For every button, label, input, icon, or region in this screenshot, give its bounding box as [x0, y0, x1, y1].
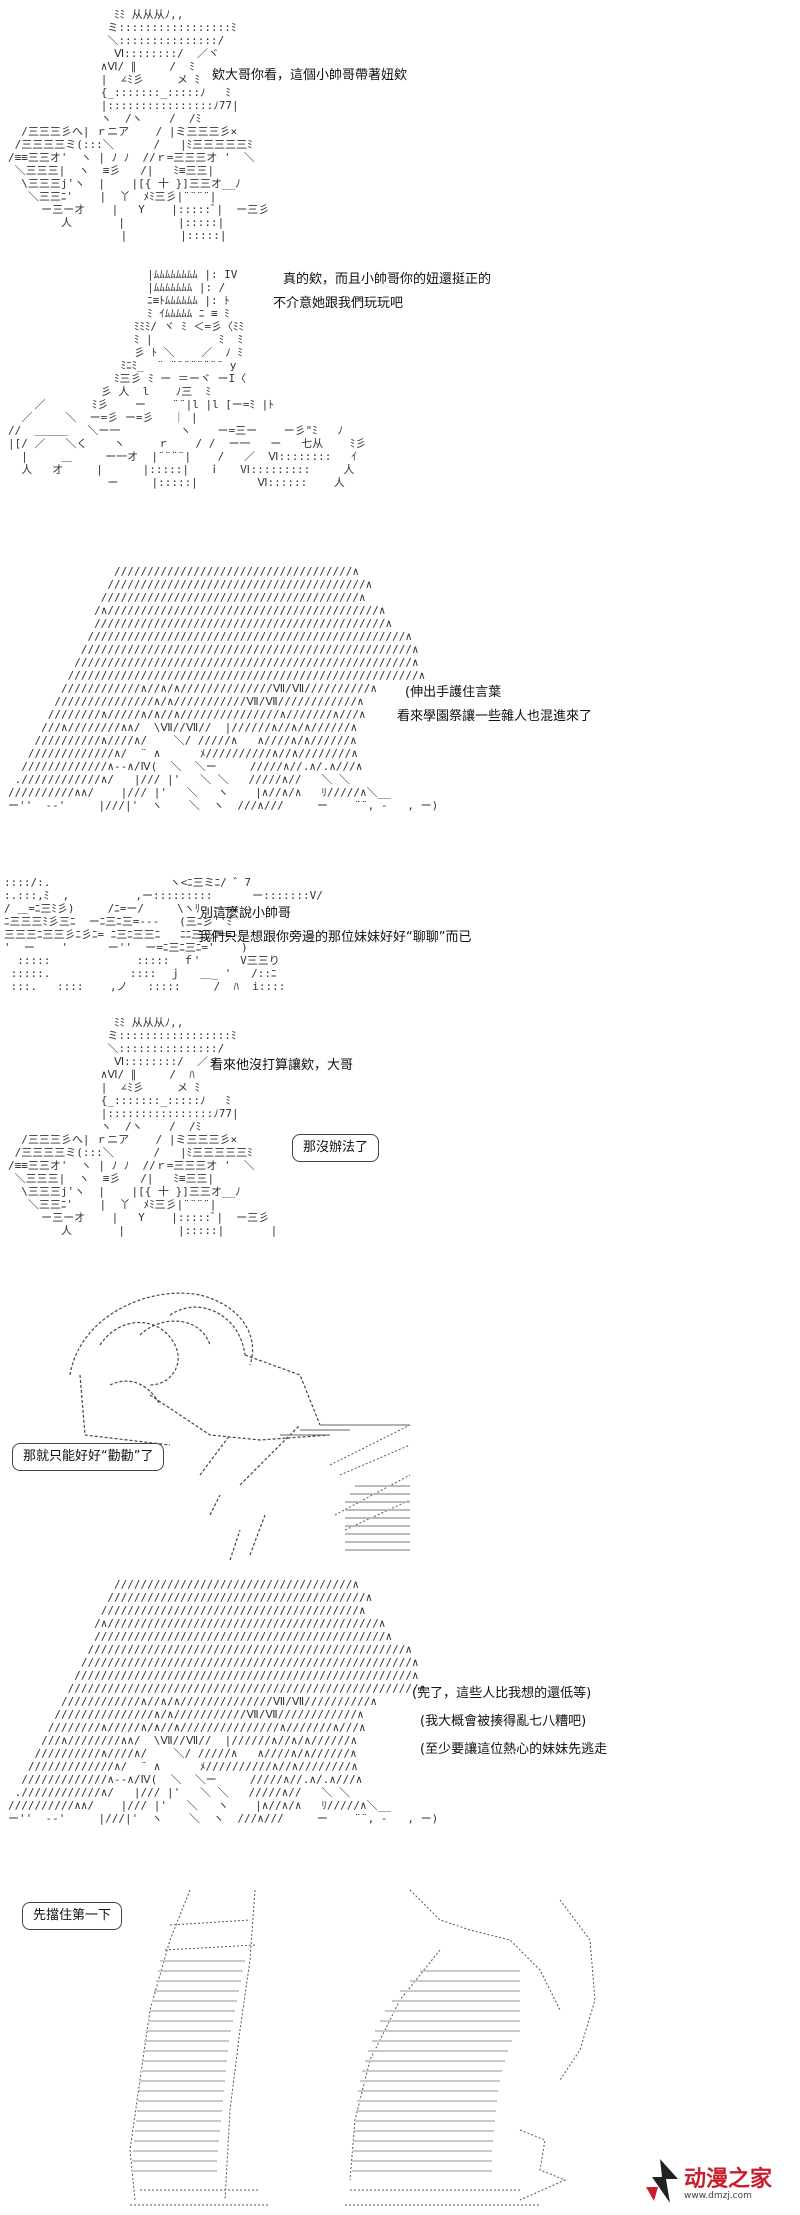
- caption-line: 看來他沒打算讓欸，大哥: [210, 1058, 354, 1073]
- caption-line: (我大概會被揍得亂七八糟吧): [420, 1714, 587, 1729]
- watermark-text: 动漫之家: [684, 2167, 773, 2192]
- speech-bubble: 先擋住第一下: [22, 1902, 123, 1930]
- caption-line: 別這麼說小帥哥: [200, 906, 292, 921]
- caption-line: (伸出手護住言葉: [405, 685, 502, 700]
- ascii-art-shading-2: ////////////////////////////////////∧ //…: [8, 1578, 439, 1825]
- caption-line: 欸大哥你看，這個小帥哥帶著妞欸: [212, 68, 408, 83]
- watermark-mark-icon: [646, 2159, 678, 2203]
- caption-line: 不介意她跟我們玩玩吧: [273, 296, 404, 311]
- panel-7: ////////////////////////////////////∧ //…: [0, 1570, 800, 1870]
- watermark-url: www.dmzj.com: [684, 2191, 752, 2201]
- ascii-art-shading-1: ////////////////////////////////////∧ //…: [8, 565, 439, 812]
- caption-line: 真的欸，而且小帥哥你的妞還挺正的: [283, 272, 492, 287]
- ascii-art-brute-2: |ﾑﾑﾑﾑﾑﾑﾑﾑ |: IV |ﾑﾑﾑﾑﾑﾑﾑ |: / ﾆ≡ﾄﾑﾑﾑﾑﾑﾑ …: [8, 268, 367, 489]
- caption-line: 看來學園祭讓一些雜人也混進來了: [397, 709, 593, 724]
- panel-8: 先擋住第一下 动漫之家 www.dmzj.com: [0, 1880, 800, 2215]
- panel-3: ////////////////////////////////////∧ //…: [0, 555, 800, 860]
- speech-bubble: 那沒辦法了: [292, 1134, 380, 1162]
- panel-6: 那就只能好好“勸勸”了: [0, 1275, 800, 1560]
- speech-bubble: 那就只能好好“勸勸”了: [12, 1443, 165, 1471]
- panel-2: |ﾑﾑﾑﾑﾑﾑﾑﾑ |: IV |ﾑﾑﾑﾑﾑﾑﾑ |: / ﾆ≡ﾄﾑﾑﾑﾑﾑﾑ …: [0, 260, 800, 540]
- panel-1: ﾐﾐ 从从从ﾉ,, ミ:::::::::::::::::ﾐ ＼:::::::::…: [0, 0, 800, 245]
- ascii-art-brute-3: ﾐﾐ 从从从ﾉ,, ミ:::::::::::::::::ﾐ ＼:::::::::…: [8, 1016, 278, 1237]
- panel-5: ﾐﾐ 从从从ﾉ,, ミ:::::::::::::::::ﾐ ＼:::::::::…: [0, 1010, 800, 1270]
- ascii-art-brute-1: ﾐﾐ 从从从ﾉ,, ミ:::::::::::::::::ﾐ ＼:::::::::…: [8, 8, 270, 242]
- ascii-art-thugs-1: ::::/:. ヽ<ﾆ三ミﾆ/ ゛7 :.:::,ﾐ , ,ー:::::::::…: [4, 876, 323, 993]
- figures-illustration: [129, 1889, 596, 2206]
- fist-illustration: [69, 1292, 411, 1560]
- panel-4: ::::/:. ヽ<ﾆ三ミﾆ/ ゛7 :.:::,ﾐ , ,ー:::::::::…: [0, 870, 800, 1005]
- caption-line: (至少要讓這位熱心的妹妹先逃走: [420, 1742, 608, 1757]
- watermark-logo: 动漫之家 www.dmzj.com: [640, 2157, 790, 2209]
- caption-line: 我們只是想跟你旁邊的那位妹妹好好“聊聊”而已: [198, 930, 472, 945]
- caption-line: (完了，這些人比我想的還低等): [412, 1686, 592, 1701]
